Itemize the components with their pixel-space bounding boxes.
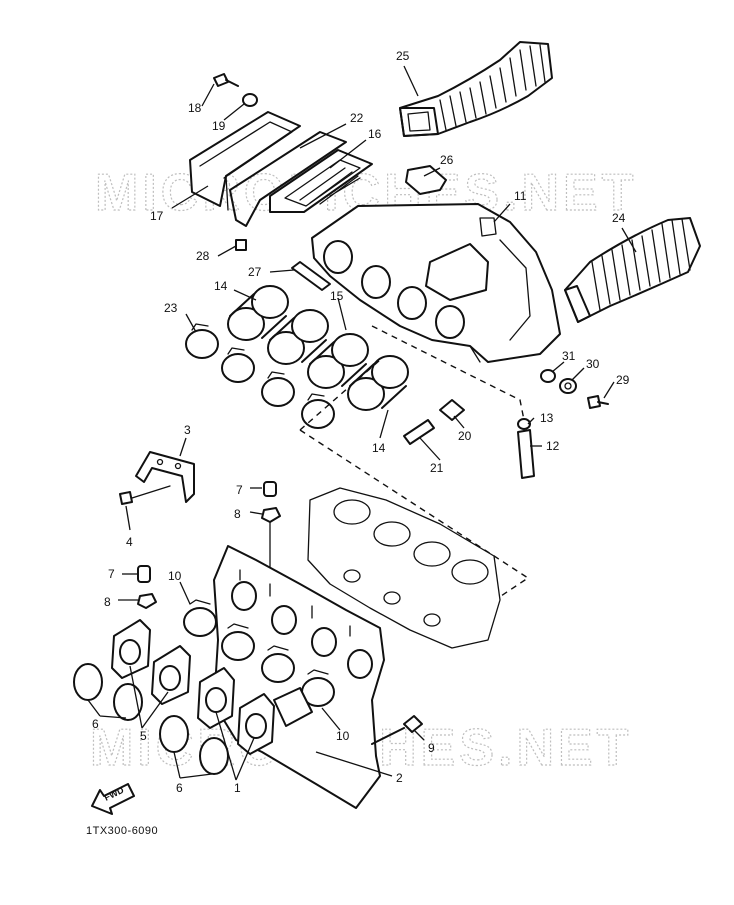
callout-5: 5 [140, 729, 147, 743]
clip-27 [291, 261, 331, 291]
drain-21 [403, 419, 435, 445]
callout-31: 31 [562, 349, 576, 363]
flanges-5 [111, 619, 191, 705]
callout-21: 21 [430, 461, 444, 475]
air-box-11 [311, 203, 561, 363]
callout-22: 22 [350, 111, 364, 125]
callout-12: 12 [546, 439, 560, 453]
alignment-line-c [371, 325, 525, 421]
callout-29: 29 [616, 373, 630, 387]
callout-13: 13 [540, 411, 554, 425]
callout-26: 26 [440, 153, 454, 167]
callout-18: 18 [188, 101, 202, 115]
callout-9: 9 [428, 741, 435, 755]
callout-1: 1 [234, 781, 241, 795]
callout-4: 4 [126, 535, 133, 549]
air-cleaner-cover-17 [189, 111, 301, 211]
bolt-29 [587, 395, 609, 409]
callout-14-bottom: 14 [372, 441, 386, 455]
callout-30: 30 [586, 357, 600, 371]
screw-4 [119, 485, 171, 505]
bracket-3 [135, 451, 195, 503]
alignment-line-a [299, 359, 381, 431]
clip-13 [517, 418, 531, 430]
callout-3: 3 [184, 423, 191, 437]
callout-8-upper: 8 [234, 507, 241, 521]
callout-27: 27 [248, 265, 262, 279]
carburetor-bank [307, 487, 501, 649]
callout-23: 23 [164, 301, 178, 315]
callout-2: 2 [396, 771, 403, 785]
callout-6-left: 6 [92, 717, 99, 731]
hose-12 [517, 429, 535, 479]
plug-28 [235, 239, 247, 251]
cap-7-lower [137, 565, 151, 583]
callout-7-upper: 7 [236, 483, 243, 497]
intake-duct-25 [399, 41, 553, 137]
carb-joints-10 [183, 599, 335, 727]
clamps-23 [185, 323, 335, 429]
leader-lines [87, 65, 637, 781]
intake-joints-14 [227, 285, 409, 411]
nut-8-lower [137, 593, 157, 609]
callout-8-lower: 8 [104, 595, 111, 609]
flanges-1 [197, 667, 275, 755]
diagram-code: 1TX300-6090 [86, 825, 158, 837]
cap-7-upper [263, 481, 277, 497]
callout-15: 15 [330, 289, 344, 303]
washer-30 [559, 378, 577, 394]
bolt-18 [213, 73, 239, 87]
callout-19: 19 [212, 119, 226, 133]
callout-20: 20 [458, 429, 472, 443]
grommet-20 [439, 399, 465, 421]
gasket-22 [229, 131, 347, 227]
callout-25: 25 [396, 49, 410, 63]
element-16 [269, 149, 373, 213]
forward-arrow-icon: FWD [91, 783, 135, 815]
nut-8-upper [261, 507, 281, 523]
callout-14-top: 14 [214, 279, 228, 293]
callout-7-lower: 7 [108, 567, 115, 581]
bolt-9 [371, 715, 423, 745]
callout-11: 11 [514, 189, 527, 203]
alignment-line-b [299, 429, 530, 599]
callout-labels: 25 18 19 22 16 26 11 17 28 27 24 14 15 2… [92, 49, 630, 795]
callout-28: 28 [196, 249, 210, 263]
callout-24: 24 [612, 211, 626, 225]
intake-duct-24 [564, 217, 701, 323]
washer-19 [242, 93, 258, 107]
callout-16: 16 [368, 127, 382, 141]
callout-10-upper: 10 [168, 569, 182, 583]
callout-17: 17 [150, 209, 164, 223]
callout-10-lower: 10 [336, 729, 350, 743]
filter-clip-26 [405, 165, 447, 195]
nut-31 [540, 369, 556, 383]
callout-6-right: 6 [176, 781, 183, 795]
